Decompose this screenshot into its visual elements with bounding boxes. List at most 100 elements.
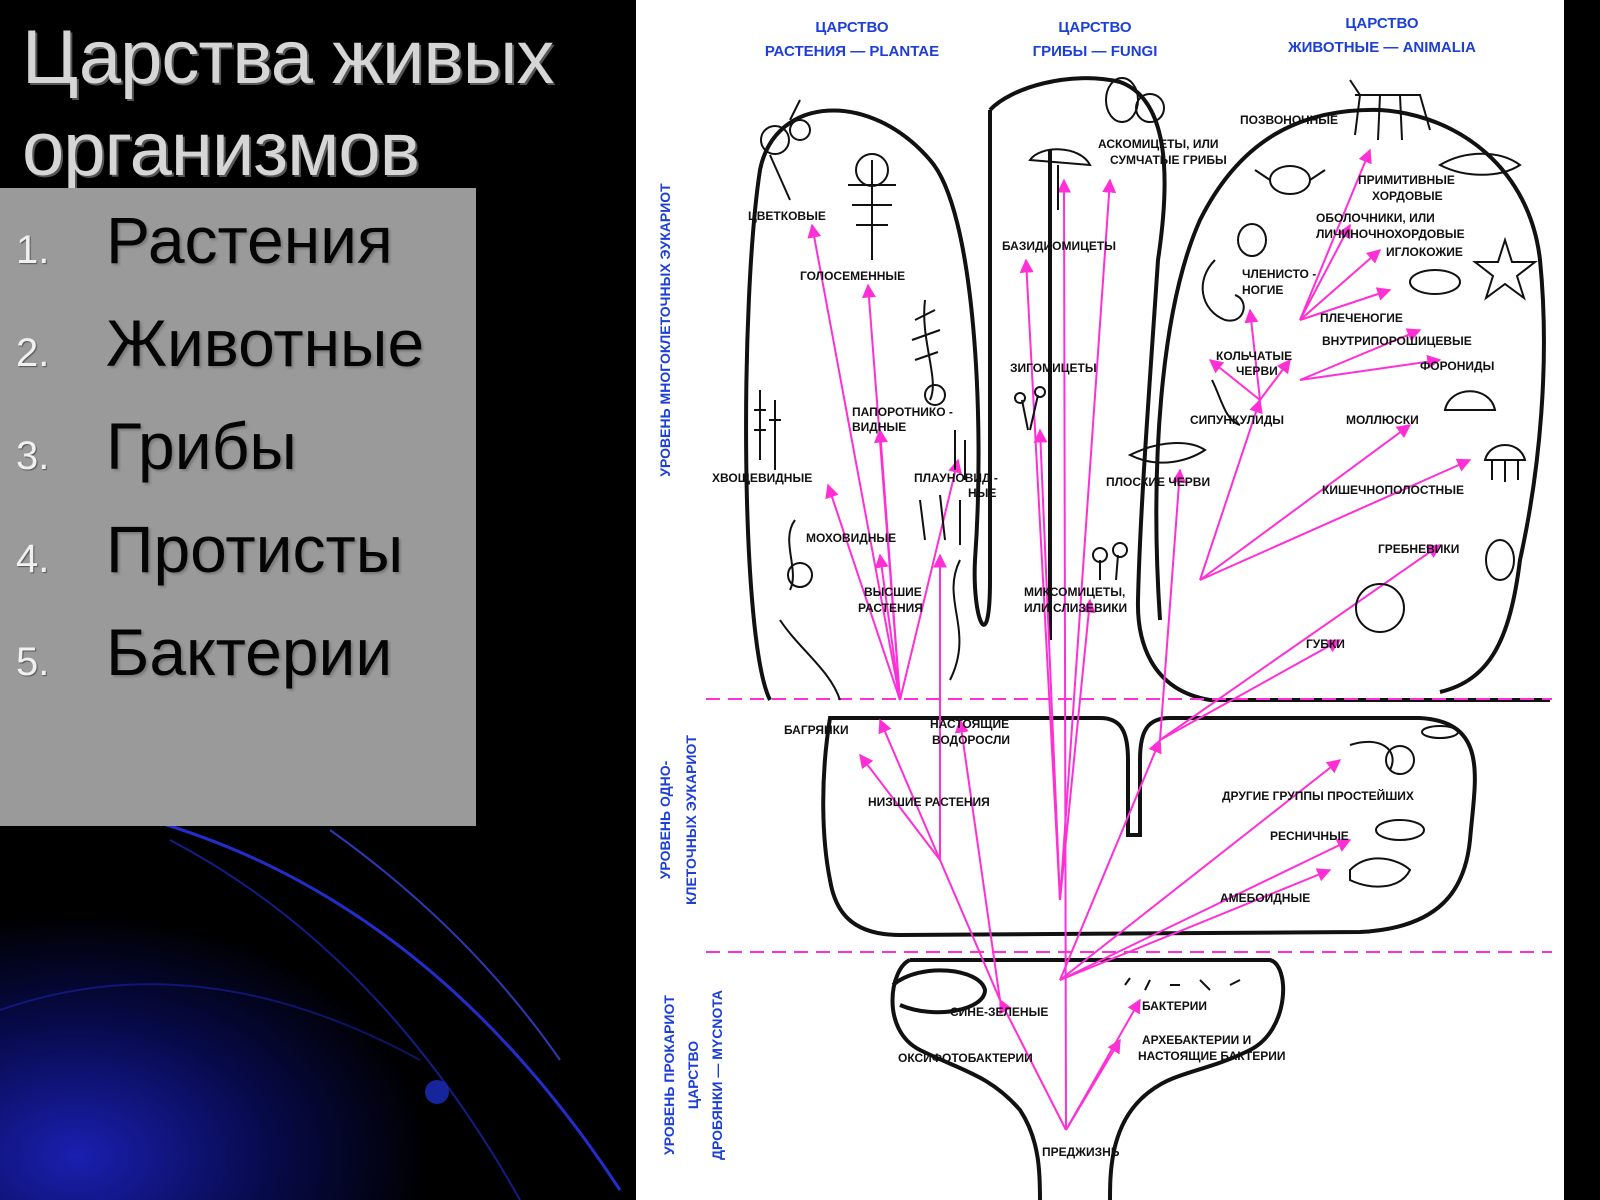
- slime-mold-sketch: [1092, 542, 1128, 581]
- sipunculid-sketch: [1211, 379, 1241, 426]
- flatworm-sketch: [1127, 442, 1207, 464]
- evolution-arrows: [807, 148, 1472, 1131]
- slide-title-line-1: Царства живых: [22, 15, 554, 100]
- seaweed-sketch: [779, 559, 961, 701]
- label-zygomycetes: ЗИГОМИЦЕТЫ: [1010, 361, 1097, 375]
- red-algae-sketch: [787, 519, 813, 591]
- moss-sketch: [919, 494, 961, 545]
- flower-sketch: [760, 99, 811, 201]
- starfish-sketch: [1472, 236, 1538, 301]
- label-red-algae: БАГРЯНКИ: [784, 723, 849, 737]
- label-vertebrates: ПОЗВОНОЧНЫЕ: [1240, 113, 1338, 127]
- animal-lobe-outline: [1154, 107, 1546, 694]
- label-echinoderms: ИГЛОКОЖИЕ: [1386, 245, 1463, 259]
- slide-title: Царства живых организмов: [22, 12, 622, 196]
- label-arthropods-1: ЧЛЕНИСТО -: [1242, 267, 1316, 281]
- label-brachiopods: ПЛЕЧЕНОГИЕ: [1320, 311, 1403, 325]
- label-amoeboid: АМЕБОИДНЫЕ: [1220, 891, 1310, 905]
- level-multicellular-label: УРОВЕНЬ МНОГОКЛЕТОЧНЫХ ЭУКАРИОТ: [657, 183, 673, 477]
- list-label: Животные: [106, 306, 425, 380]
- label-arthropods-2: НОГИЕ: [1242, 283, 1283, 297]
- lycopod-sketch: [954, 430, 966, 480]
- ladybug-sketch: [1237, 223, 1267, 257]
- label-true-algae-1: НАСТОЯЩИЕ: [930, 717, 1009, 731]
- morel-sketch: [1105, 77, 1165, 123]
- label-primitive-chordates-2: ХОРДОВЫЕ: [1372, 189, 1443, 203]
- label-annelids-2: ЧЕРВИ: [1236, 364, 1278, 378]
- label-sipunculids: СИПУНКУЛИДЫ: [1190, 413, 1284, 427]
- prokaryote-outline-left: [890, 958, 1042, 1200]
- list-label: Грибы: [106, 409, 297, 483]
- label-lycopods-2: НЫЕ: [968, 486, 996, 500]
- label-lower-plants: НИЗШИЕ РАСТЕНИЯ: [868, 795, 990, 809]
- kingdom-fungi-line-2: ГРИБЫ — FUNGI: [1033, 43, 1158, 60]
- amoeba-sketch: [1349, 857, 1412, 888]
- diagram-svg: ЦАРСТВО РАСТЕНИЯ — PLANTAE ЦАРСТВО ГРИБЫ…: [657, 15, 1552, 1200]
- zygomycete-sketch: [1014, 386, 1046, 431]
- level-prokaryote-label-3: ДРОБЯНКИ — MYCNOTA: [709, 990, 725, 1160]
- list-number: 5.: [16, 640, 50, 684]
- horsetail-sketch: [754, 390, 781, 470]
- label-horsetails: ХВОЩЕВИДНЫЕ: [712, 471, 812, 485]
- level-unicellular-label-1: УРОВЕНЬ ОДНО-: [657, 760, 673, 879]
- label-mosses: МОХОВИДНЫЕ: [806, 531, 896, 545]
- label-lycopods-1: ПЛАУНОВИД -: [914, 471, 998, 485]
- kingdom-list-panel: 1.Растения 2.Животные 3.Грибы 4.Протисты…: [0, 188, 476, 826]
- label-ferns-1: ПАПОРОТНИКО -: [852, 405, 953, 419]
- label-myxomycetes-2: ИЛИ СЛИЗЕВИКИ: [1024, 601, 1127, 615]
- label-higher-plants-2: РАСТЕНИЯ: [858, 601, 923, 615]
- label-tunicates-2: ЛИЧИНОЧНОХОРДОВЫЕ: [1316, 227, 1465, 241]
- kingdom-outlines: [744, 76, 1550, 1200]
- fern-sketch: [911, 299, 946, 406]
- blue-green-cell: [891, 968, 988, 1015]
- kingdom-plantae-line-2: РАСТЕНИЯ — PLANTAE: [765, 43, 939, 60]
- label-bacteria: БАКТЕРИИ: [1142, 999, 1207, 1013]
- level-prokaryote-label-2: ЦАРСТВО: [685, 1041, 701, 1109]
- label-annelids-1: КОЛЬЧАТЫЕ: [1216, 349, 1292, 363]
- fish-sketch: [1437, 152, 1522, 176]
- label-archaebacteria-1: АРХЕБАКТЕРИИ И: [1142, 1033, 1251, 1047]
- plant-lobe-outline: [744, 108, 992, 701]
- slide-title-line-2: организмов: [22, 107, 420, 192]
- label-primitive-chordates-1: ПРИМИТИВНЫЕ: [1358, 173, 1455, 187]
- label-oxyphotobacteria: ОКСИФОТОБАКТЕРИИ: [898, 1051, 1033, 1065]
- label-entoprocts: ВНУТРИПОРОШИЦЕВЫЕ: [1322, 334, 1472, 348]
- label-gymnosperms: ГОЛОСЕМЕННЫЕ: [800, 269, 905, 283]
- label-basidiomycetes: БАЗИДИОМИЦЕТЫ: [1002, 239, 1116, 253]
- label-higher-plants-1: ВЫСШИЕ: [864, 585, 922, 599]
- kingdom-animalia-line-1: ЦАРСТВО: [1345, 15, 1419, 32]
- list-label: Бактерии: [106, 615, 393, 689]
- bacteria-sketch: [1124, 977, 1241, 991]
- list-number: 3.: [16, 434, 50, 478]
- paramecium-sketch: [1375, 819, 1425, 841]
- label-flatworms: ПЛОСКИЕ ЧЕРВИ: [1106, 475, 1210, 489]
- label-myxomycetes-1: МИКСОМИЦЕТЫ,: [1024, 585, 1125, 599]
- label-blue-green: СИНЕ-ЗЕЛЕНЫЕ: [950, 1005, 1048, 1019]
- fungi-lobe-outline: [988, 76, 1550, 702]
- label-ctenophores: ГРЕБНЕВИКИ: [1378, 542, 1459, 556]
- kingdoms-tree-diagram: ЦАРСТВО РАСТЕНИЯ — PLANTAE ЦАРСТВО ГРИБЫ…: [636, 0, 1564, 1200]
- label-archaebacteria-2: НАСТОЯЩИЕ БАКТЕРИИ: [1138, 1049, 1285, 1063]
- label-sponges: ГУБКИ: [1306, 637, 1345, 651]
- ctenophore-sketch: [1485, 539, 1515, 581]
- list-number: 4.: [16, 537, 50, 581]
- label-tunicates-1: ОБОЛОЧНИКИ, ИЛИ: [1316, 211, 1435, 225]
- label-prelife: ПРЕДЖИЗНЬ: [1042, 1145, 1120, 1159]
- protozoa-sketch: [1349, 725, 1459, 775]
- label-ciliates: РЕСНИЧНЫЕ: [1270, 829, 1349, 843]
- kingdom-plantae-line-1: ЦАРСТВО: [815, 19, 889, 36]
- list-label: Протисты: [106, 512, 404, 586]
- zebra-sketch: [1349, 79, 1431, 141]
- brachiopod-sketch: [1409, 269, 1461, 295]
- kingdom-animalia-line-2: ЖИВОТНЫЕ — ANIMALIA: [1287, 39, 1476, 56]
- crab-sketch: [1254, 165, 1326, 195]
- label-true-algae-2: ВОДОРОСЛИ: [932, 733, 1010, 747]
- organism-sketches: [754, 77, 1538, 991]
- tree-sketch: [848, 153, 896, 260]
- worm-sketch: [1201, 259, 1245, 322]
- list-number: 2.: [16, 331, 50, 375]
- level-prokaryote-label-1: УРОВЕНЬ ПРОКАРИОТ: [661, 995, 677, 1155]
- kingdom-fungi-line-1: ЦАРСТВО: [1058, 19, 1132, 36]
- jellyfish-sketch: [1483, 444, 1527, 482]
- list-label: Растения: [106, 203, 393, 277]
